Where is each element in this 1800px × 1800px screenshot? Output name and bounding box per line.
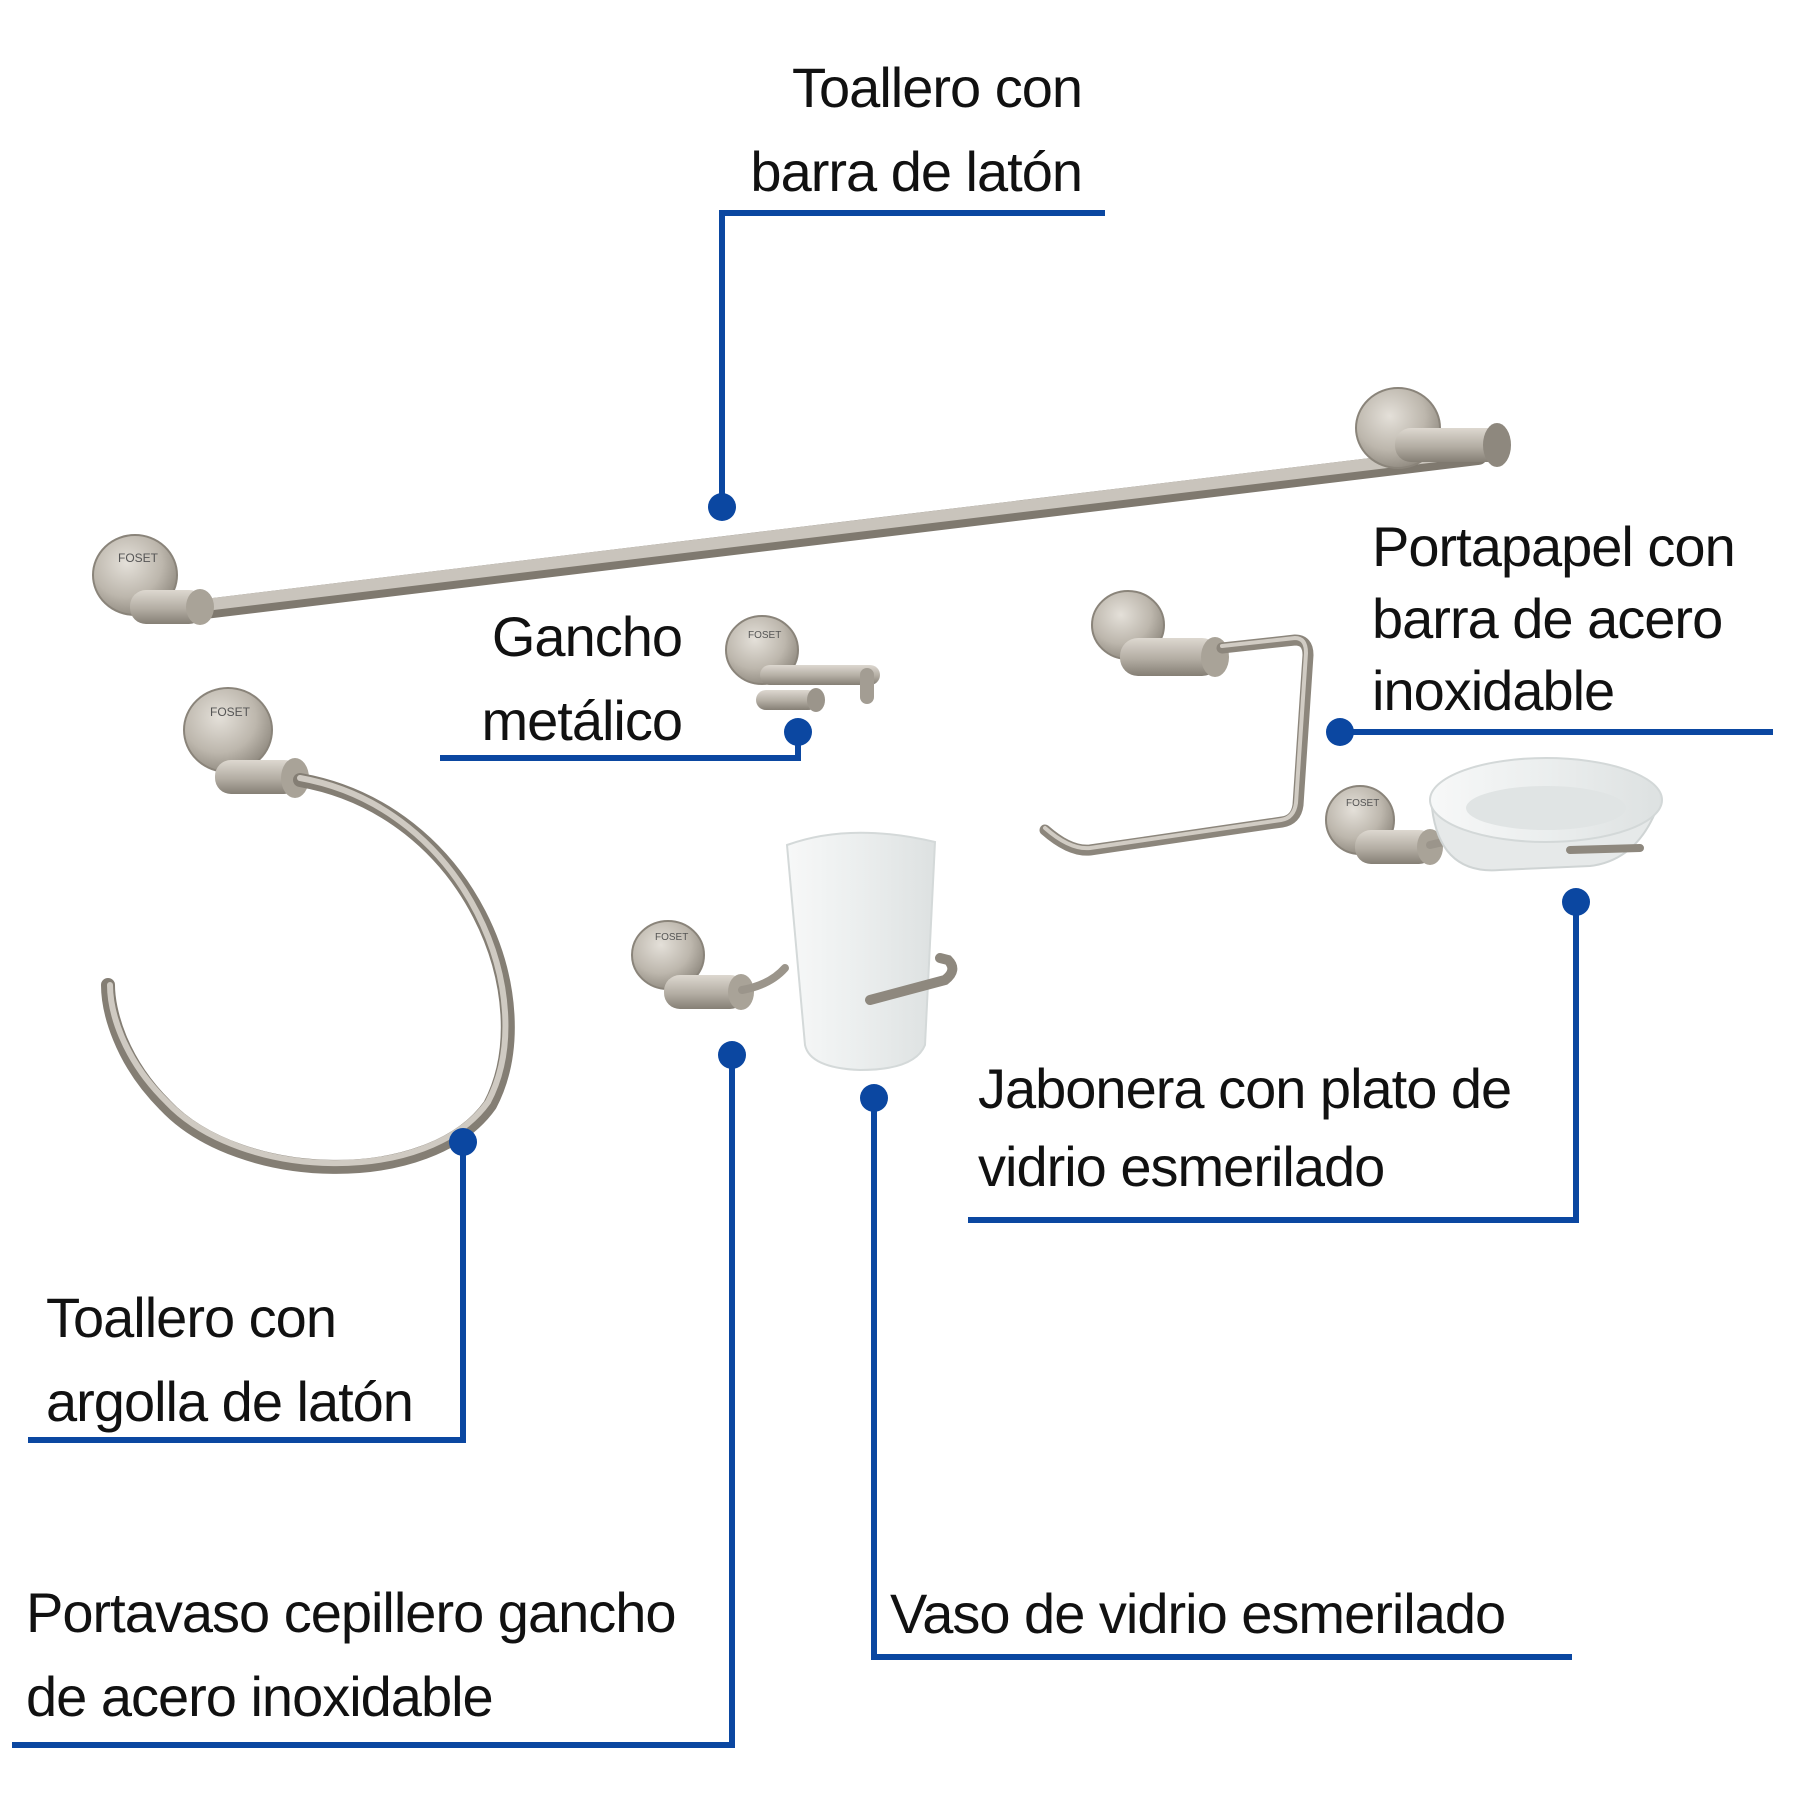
towel-bar-marker bbox=[708, 493, 736, 521]
towel-bar-label: Toallero con barra de latón bbox=[700, 46, 1083, 214]
brand-logo: FOSET bbox=[748, 630, 781, 641]
glass-label-line1: Vaso de vidrio esmerilado bbox=[890, 1582, 1506, 1645]
soap-dish-label-line1: Jabonera con plato de bbox=[978, 1057, 1512, 1120]
tumbler-holder-label-line2: de acero inoxidable bbox=[26, 1665, 494, 1728]
towel-bar-label-line2: barra de latón bbox=[750, 140, 1083, 203]
paper-holder-label-line3: inoxidable bbox=[1372, 659, 1615, 722]
tumbler-holder-marker bbox=[718, 1041, 746, 1069]
glass-label: Vaso de vidrio esmerilado bbox=[890, 1572, 1506, 1656]
hook-illustration: FOSET bbox=[725, 615, 880, 712]
brand-logo: FOSET bbox=[210, 705, 251, 719]
paper-holder-label: Portapapel con barra de acero inoxidable bbox=[1372, 511, 1736, 727]
towel-ring-label: Toallero con argolla de latón bbox=[46, 1276, 414, 1444]
brand-logo: FOSET bbox=[655, 932, 688, 943]
hook-label-line1: Gancho bbox=[491, 605, 683, 668]
hook-label: Gancho metálico bbox=[420, 595, 683, 763]
soap-dish-label: Jabonera con plato de vidrio esmerilado bbox=[978, 1050, 1512, 1206]
paper-holder-label-line1: Portapapel con bbox=[1372, 515, 1736, 578]
towel-bar-label-line1: Toallero con bbox=[792, 56, 1083, 119]
tumbler-holder-label: Portavaso cepillero gancho de acero inox… bbox=[26, 1571, 677, 1739]
towel-ring-illustration: FOSET bbox=[101, 687, 515, 1174]
soap-dish-label-line2: vidrio esmerilado bbox=[978, 1135, 1385, 1198]
brand-logo: FOSET bbox=[118, 551, 159, 565]
towel-ring-marker bbox=[449, 1128, 477, 1156]
tumbler-holder-label-line1: Portavaso cepillero gancho bbox=[26, 1581, 677, 1644]
paper-holder-label-line2: barra de acero bbox=[1372, 587, 1723, 650]
paper-holder-marker bbox=[1326, 718, 1354, 746]
tumbler-holder-illustration: FOSET bbox=[631, 831, 958, 1072]
callout-dots bbox=[449, 493, 1590, 1156]
soap-dish-illustration: FOSET bbox=[1325, 757, 1663, 872]
hook-marker bbox=[784, 718, 812, 746]
towel-ring-label-line2: argolla de latón bbox=[46, 1370, 414, 1433]
towel-ring-label-line1: Toallero con bbox=[46, 1286, 337, 1349]
hook-label-line2: metálico bbox=[481, 689, 683, 752]
glass-marker bbox=[860, 1084, 888, 1112]
soap-dish-marker bbox=[1562, 888, 1590, 916]
brand-logo: FOSET bbox=[1346, 798, 1379, 809]
paper-holder-illustration bbox=[1039, 590, 1314, 856]
towel-bar-illustration: FOSET bbox=[92, 387, 1511, 625]
